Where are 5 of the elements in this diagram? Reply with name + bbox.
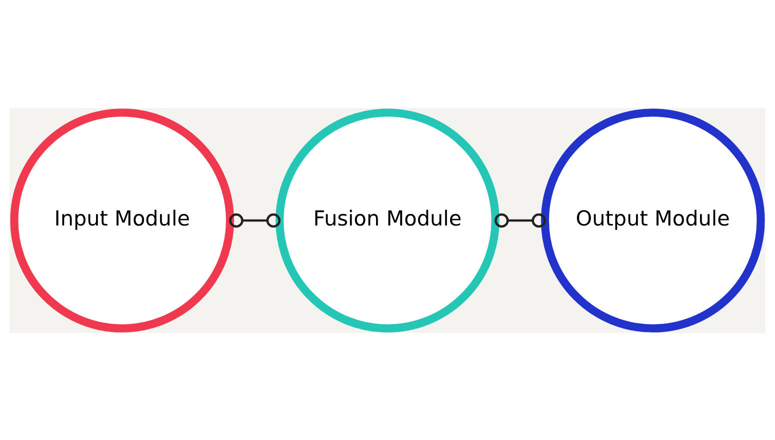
node-circle: Output Module bbox=[540, 108, 765, 332]
connector bbox=[494, 212, 546, 228]
connector bbox=[229, 212, 281, 228]
node-circle: Fusion Module bbox=[276, 108, 500, 332]
node-circle: Input Module bbox=[10, 108, 234, 332]
